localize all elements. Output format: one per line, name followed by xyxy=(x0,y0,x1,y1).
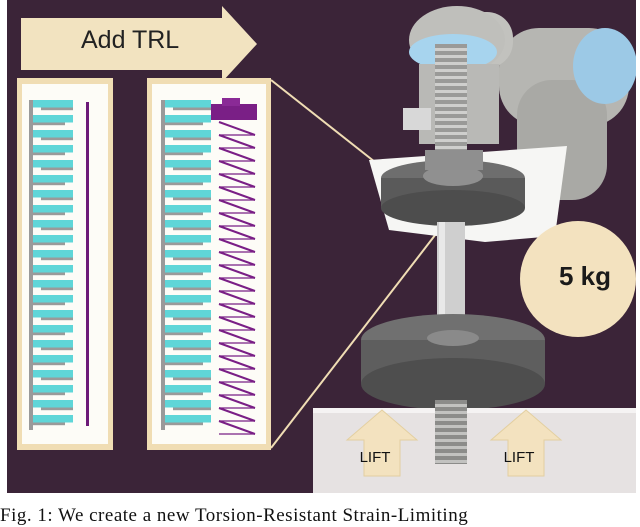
panel-with-trl xyxy=(147,78,271,450)
figure-image: Add TRL 5 kg LIFT LIFT xyxy=(7,0,636,493)
weight-circle xyxy=(520,221,636,337)
lift-label-right: LIFT xyxy=(503,449,535,466)
threaded-bolt xyxy=(435,44,467,162)
lift-arrow-left xyxy=(345,409,419,477)
lower-threaded-rod xyxy=(435,400,467,464)
robot-arm xyxy=(403,6,636,200)
caption-text: Fig. 1: We create a new Torsion-Resistan… xyxy=(0,505,469,526)
weight-label: 5 kg xyxy=(558,261,612,291)
arrow-label: Add TRL xyxy=(81,26,180,54)
upper-weight-plate xyxy=(369,146,567,242)
lower-weight-plate xyxy=(361,314,545,410)
lift-arrow-right xyxy=(489,409,563,477)
panel-without-trl xyxy=(17,78,113,450)
figure-caption: Fig. 1: We create a new Torsion-Resistan… xyxy=(0,505,640,527)
add-trl-arrow xyxy=(21,6,257,82)
lift-label-left: LIFT xyxy=(359,449,391,466)
table-surface xyxy=(313,408,636,493)
